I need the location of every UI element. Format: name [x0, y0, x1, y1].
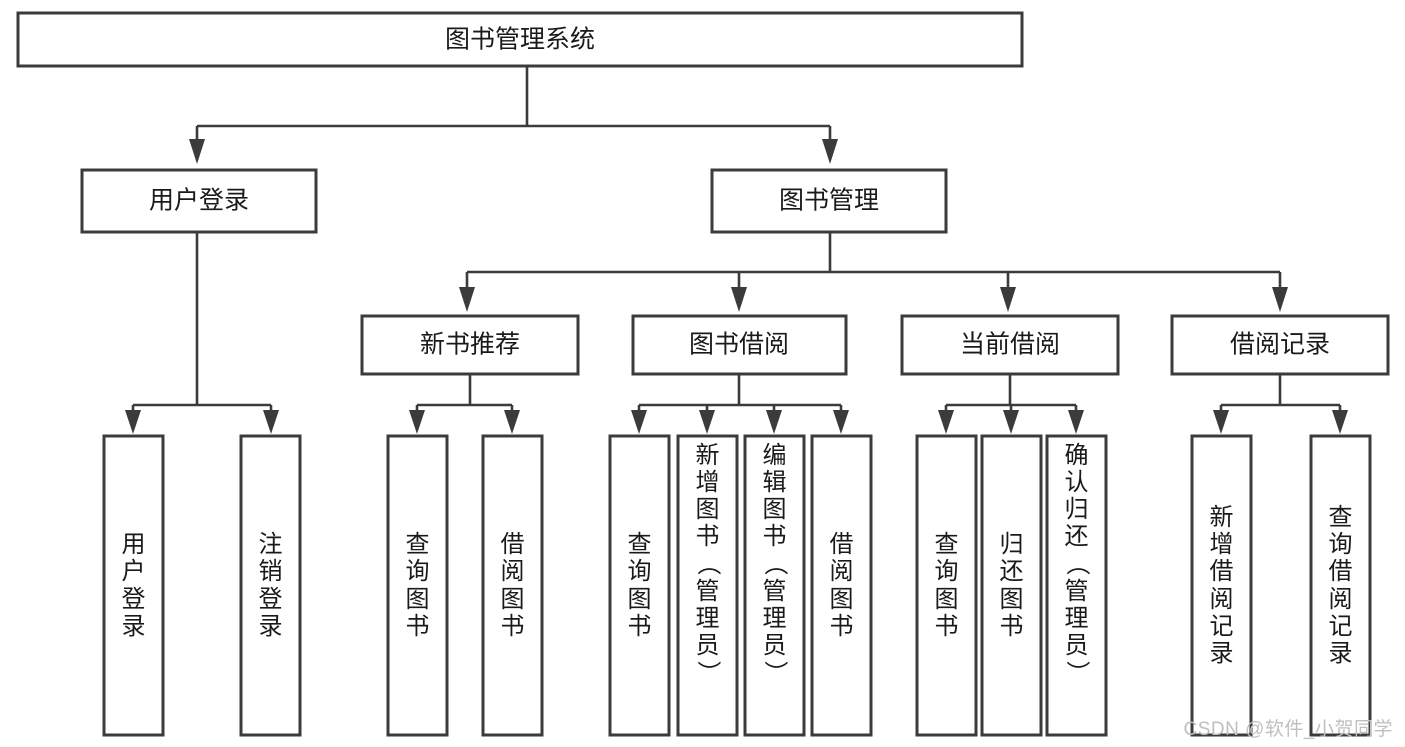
- node-borrow-record-label: 借阅记录: [1230, 331, 1330, 359]
- arrow-head-leaf-query-book-2: [631, 410, 647, 434]
- arrow-head-leaf-edit-book: [766, 410, 782, 434]
- arrow-head-to-borrow-record: [1272, 287, 1288, 312]
- node-root[interactable]: 图书管理系统: [16, 11, 1024, 68]
- arrow-head-leaf-confirm-return: [1068, 410, 1084, 434]
- node-current-borrow-box[interactable]: [900, 314, 1120, 376]
- node-book-manage-box[interactable]: [710, 168, 948, 234]
- node-new-book-rec-box[interactable]: [360, 314, 580, 376]
- node-current-borrow-label: 当前借阅: [960, 331, 1060, 359]
- node-root-label: 图书管理系统: [445, 26, 595, 54]
- leaf-box-query-book-3[interactable]: [915, 434, 978, 737]
- leaf-box-logout-login[interactable]: [239, 434, 302, 737]
- node-current-borrow[interactable]: 当前借阅: [900, 314, 1120, 376]
- node-user-login-label: 用户登录: [149, 187, 249, 215]
- node-root-box[interactable]: [16, 11, 1024, 68]
- connector-book-borrow-to-leaves: [631, 374, 849, 434]
- arrow-head-leaf-add-record: [1213, 410, 1229, 434]
- node-book-borrow-label: 图书借阅: [689, 331, 789, 359]
- leaf-box-confirm-return[interactable]: [1045, 434, 1108, 737]
- arrow-head-leaf-query-book-3: [938, 410, 954, 434]
- arrow-head-leaf-query-book-1: [409, 410, 425, 434]
- leaf-box-user-login[interactable]: [102, 434, 165, 737]
- leaf-box-borrow-book-1[interactable]: [481, 434, 544, 737]
- connector-book-manage-to-level3: [459, 232, 1288, 312]
- arrow-head-leaf-logout-login: [263, 410, 279, 434]
- arrow-head-to-book-borrow: [731, 287, 747, 312]
- arrow-head-to-new-book-rec: [459, 287, 475, 312]
- node-book-manage-label: 图书管理: [779, 187, 879, 215]
- csdn-watermark: CSDN @软件_小贺同学: [1183, 719, 1393, 740]
- node-book-manage[interactable]: 图书管理: [710, 168, 948, 234]
- connector-new-book-rec-to-leaves: [409, 374, 520, 434]
- arrow-head-leaf-borrow-book-2: [833, 410, 849, 434]
- arrow-head-leaf-query-record: [1332, 410, 1348, 434]
- node-borrow-record-box[interactable]: [1170, 314, 1390, 376]
- leaf-box-query-book-2[interactable]: [608, 434, 671, 737]
- node-user-login-box[interactable]: [80, 168, 318, 234]
- leaf-box-add-book[interactable]: [676, 434, 739, 737]
- arrow-head-to-book-manage: [822, 139, 838, 164]
- arrow-head-leaf-user-login: [125, 410, 141, 434]
- connector-borrow-record-to-leaves: [1213, 374, 1348, 434]
- connector-current-borrow-to-leaves: [938, 374, 1084, 434]
- node-new-book-rec[interactable]: 新书推荐: [360, 314, 580, 376]
- node-book-borrow-box[interactable]: [631, 314, 848, 376]
- leaf-box-edit-book[interactable]: [743, 434, 806, 737]
- connector-root-to-level2: [189, 66, 838, 164]
- node-book-borrow[interactable]: 图书借阅: [631, 314, 848, 376]
- node-new-book-rec-label: 新书推荐: [420, 331, 520, 359]
- arrow-head-to-user-login: [189, 139, 205, 164]
- leaf-box-query-book-1[interactable]: [386, 434, 449, 737]
- leaf-box-query-record[interactable]: [1309, 434, 1372, 737]
- arrow-head-to-current-borrow: [1000, 287, 1016, 312]
- leaf-box-add-record[interactable]: [1190, 434, 1253, 737]
- leaf-box-return-book[interactable]: [980, 434, 1043, 737]
- node-user-login[interactable]: 用户登录: [80, 168, 318, 234]
- node-borrow-record[interactable]: 借阅记录: [1170, 314, 1390, 376]
- leaf-box-borrow-book-2[interactable]: [810, 434, 873, 737]
- connector-user-login-to-leaves: [125, 232, 279, 434]
- arrow-head-leaf-return-book: [1003, 410, 1019, 434]
- arrow-head-leaf-add-book: [699, 410, 715, 434]
- arrow-head-leaf-borrow-book-1: [504, 410, 520, 434]
